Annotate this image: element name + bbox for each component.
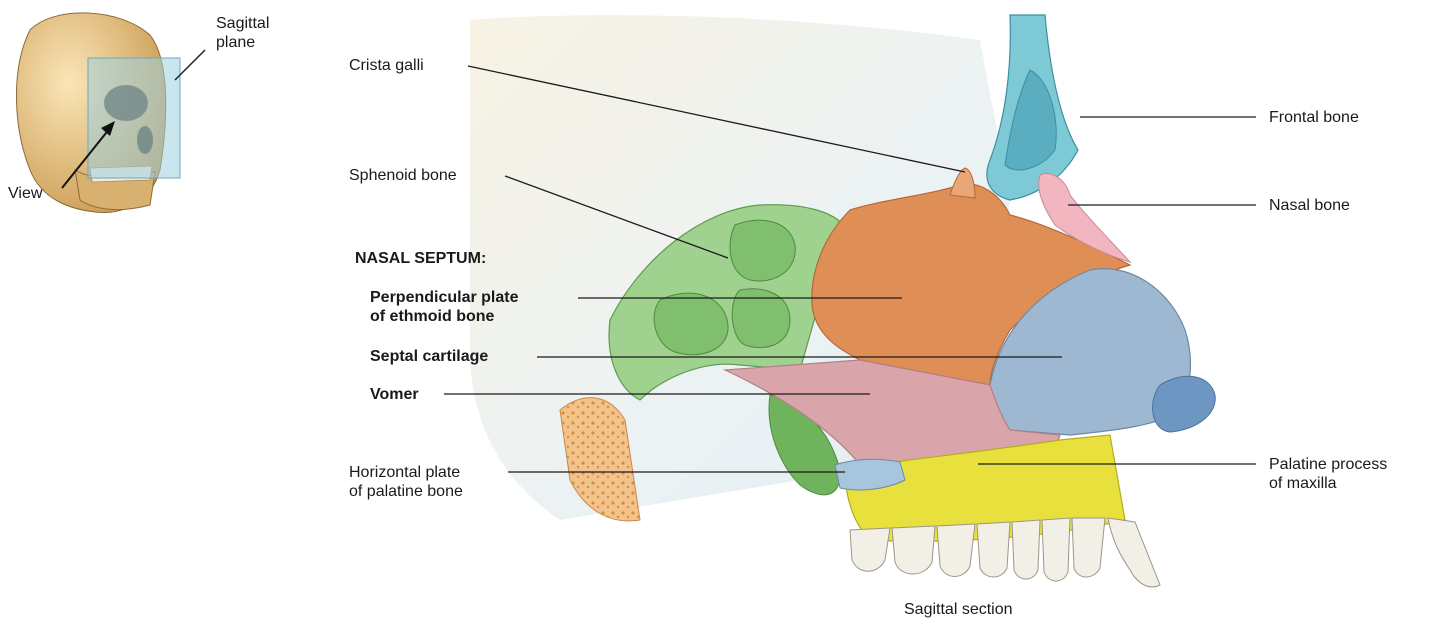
tooth-5	[1012, 520, 1040, 579]
tooth-7	[1072, 518, 1105, 577]
label-frontal-bone: Frontal bone	[1269, 108, 1359, 127]
label-sagittal-plane: Sagittal plane	[216, 14, 269, 52]
label-sphenoid-bone: Sphenoid bone	[349, 166, 457, 185]
label-vomer: Vomer	[370, 385, 419, 404]
sphenoid-sinus-1	[730, 220, 795, 281]
tooth-8	[1108, 518, 1160, 587]
label-sagittal-plane-line1: Sagittal	[216, 14, 269, 33]
tooth-4	[977, 522, 1010, 577]
tooth-6	[1042, 518, 1070, 581]
label-view: View	[8, 184, 42, 203]
tooth-2	[892, 526, 935, 574]
label-septal-cartilage: Septal cartilage	[370, 347, 488, 366]
caption: Sagittal section	[904, 600, 1013, 619]
label-crista-galli: Crista galli	[349, 56, 424, 75]
label-palatine-process-line2: of maxilla	[1269, 474, 1387, 493]
label-perpendicular-plate-line1: Perpendicular plate	[370, 288, 519, 307]
label-palatine-process-line1: Palatine process	[1269, 455, 1387, 474]
sphenoid-sinus-2	[654, 293, 728, 355]
label-palatine-process: Palatine process of maxilla	[1269, 455, 1387, 493]
skull-inset	[16, 13, 205, 213]
label-perpendicular-plate: Perpendicular plate of ethmoid bone	[370, 288, 519, 326]
label-sagittal-plane-line2: plane	[216, 33, 269, 52]
label-horizontal-plate-line1: Horizontal plate	[349, 463, 463, 482]
tooth-3	[937, 524, 975, 577]
label-nasal-septum-heading: NASAL SEPTUM:	[355, 249, 486, 268]
label-perpendicular-plate-line2: of ethmoid bone	[370, 307, 519, 326]
tooth-1	[850, 528, 890, 571]
teeth	[850, 518, 1160, 587]
label-horizontal-plate-line2: of palatine bone	[349, 482, 463, 501]
alar-cartilage	[1153, 376, 1216, 432]
sagittal-section	[470, 15, 1215, 587]
label-horizontal-plate: Horizontal plate of palatine bone	[349, 463, 463, 501]
label-nasal-bone: Nasal bone	[1269, 196, 1350, 215]
sagittal-plane	[88, 58, 180, 178]
